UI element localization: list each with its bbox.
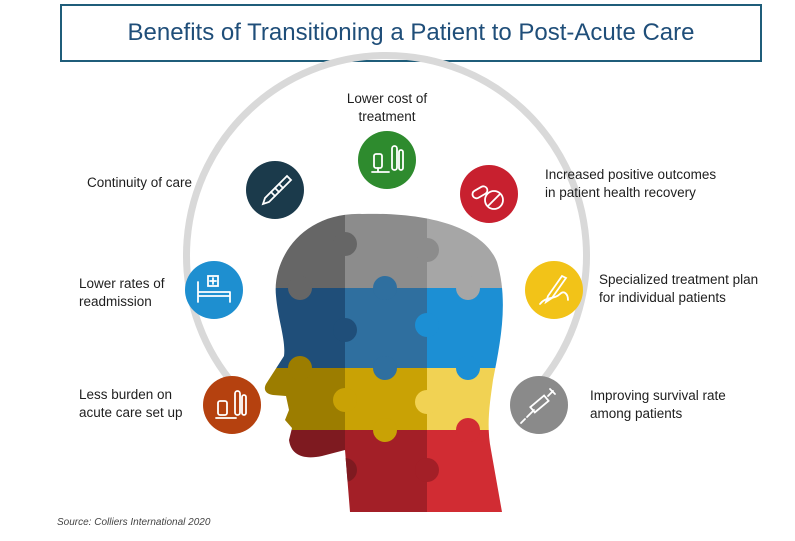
syringe-icon [520,388,556,424]
benefit-label-6: Continuity of care [87,175,193,190]
puzzle-piece-blue-mid [345,288,427,368]
benefit-icon-5 [185,261,243,319]
arc-ring [183,52,590,383]
benefit-label-0: Lower cost of treatment [346,91,428,124]
benefit-icon-6 [246,161,304,219]
puzzle-piece-gray-mid [345,213,427,288]
puzzle-piece-red-light [427,430,503,512]
pills-icon [471,185,504,210]
page-title: Benefits of Transitioning a Patient to P… [127,19,695,46]
benefit-icon-4 [203,376,261,434]
lab-equipment-icon [215,390,247,419]
benefit-icon-1 [460,165,518,223]
puzzle-piece-blue-dark [264,288,345,368]
benefit-label-5: Lower rates of readmission [79,276,165,309]
benefit-icon-2 [525,261,583,319]
hand-pen-icon [539,274,569,305]
puzzle-piece-red-dark [264,430,345,512]
benefit-icon-0 [358,131,416,189]
puzzle-piece-blue-light [427,288,503,368]
benefit-icon-3 [510,376,568,434]
benefit-label-1: Increased positive outcomes in patient h… [545,167,717,200]
microscope-tubes-icon [371,145,404,173]
hospital-bed-icon [197,275,231,303]
benefit-label-4: Less burden on acute care set up [79,387,183,420]
benefit-label-2: Specialized treatment plan for individua… [599,272,759,305]
puzzle-head [264,213,503,512]
puzzle-piece-red-mid [345,430,427,512]
source-note: Source: Colliers International 2020 [57,517,211,528]
thermometer-icon [261,174,293,206]
benefit-label-3: Improving survival rate among patients [590,388,726,421]
title-box: Benefits of Transitioning a Patient to P… [60,4,762,62]
